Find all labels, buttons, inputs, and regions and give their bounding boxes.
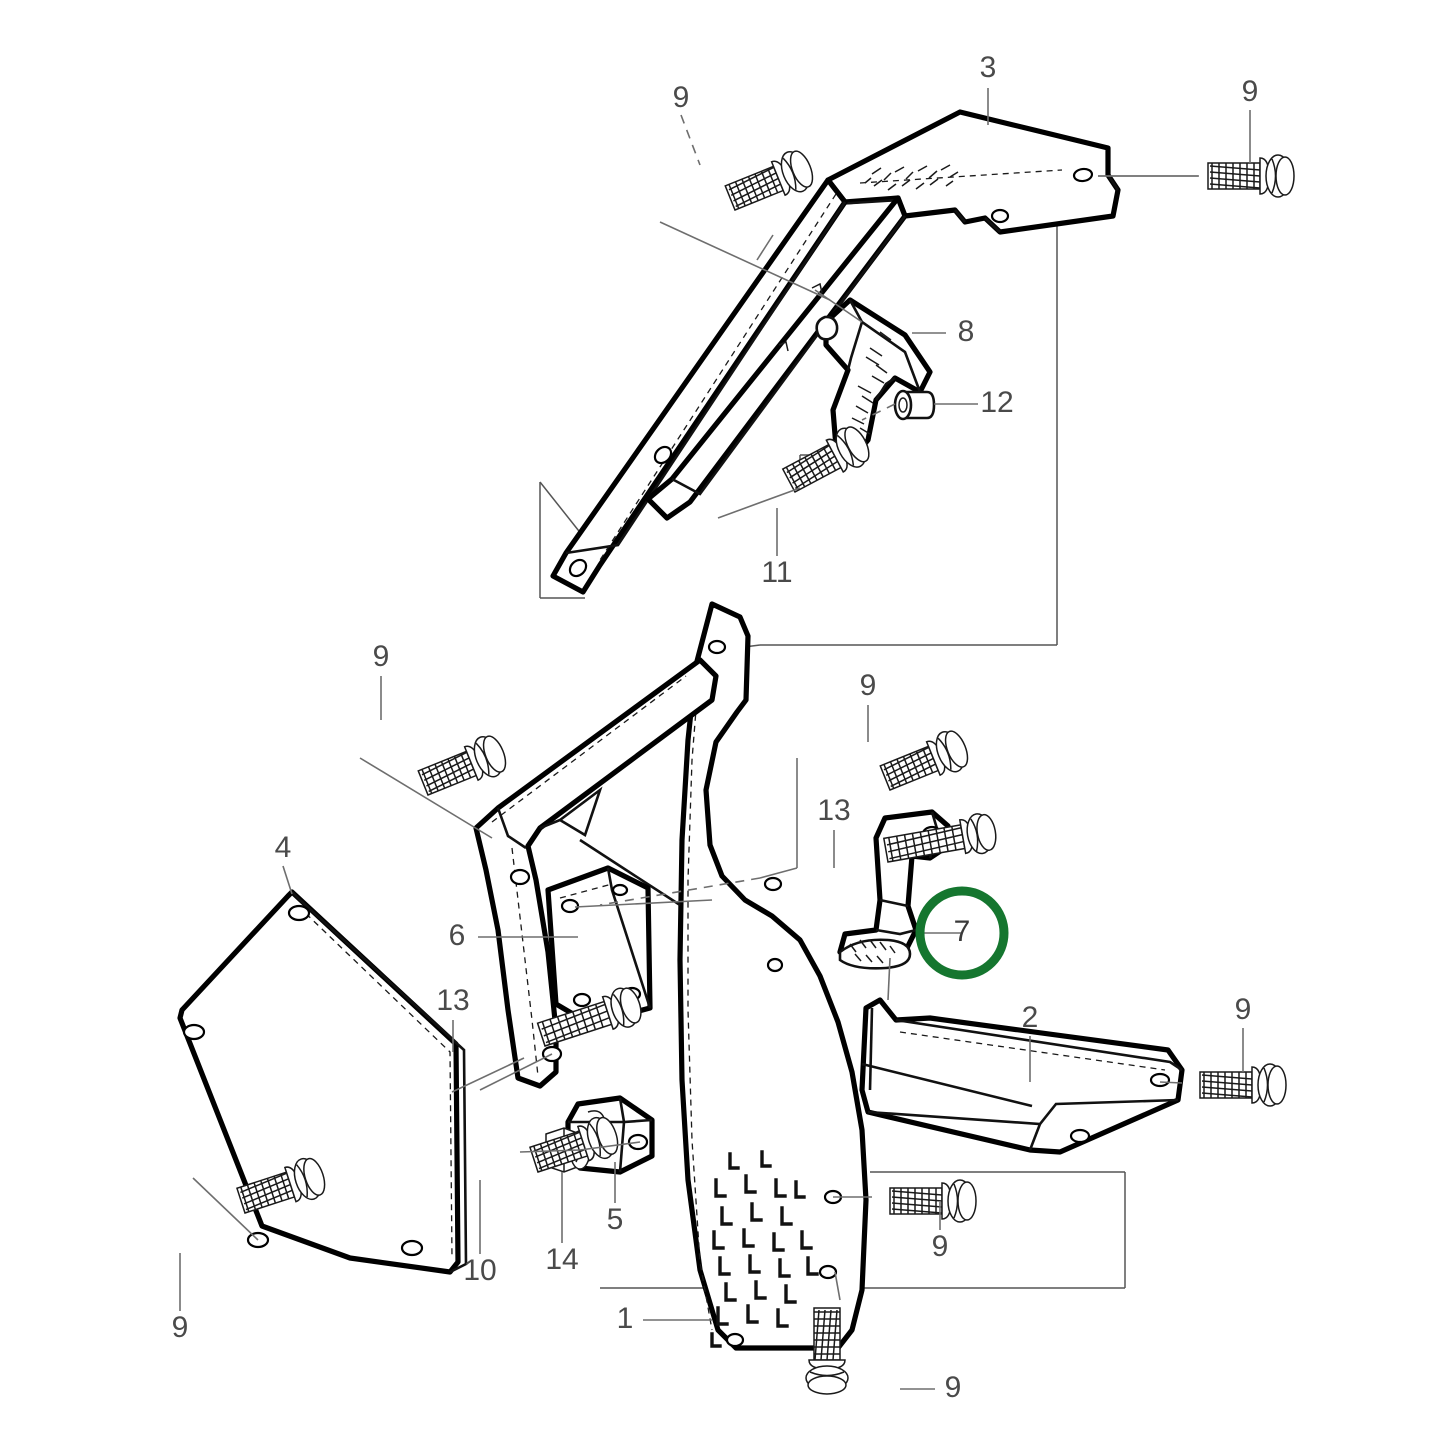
callout-5: 5 xyxy=(607,1203,624,1236)
texture-marks xyxy=(864,164,959,191)
callout-9-b: 9 xyxy=(1242,75,1259,108)
callout-12: 12 xyxy=(980,386,1013,419)
part-1-main-panel[interactable] xyxy=(579,601,869,1351)
callout-9-h: 9 xyxy=(945,1371,962,1404)
callout-9-e: 9 xyxy=(1235,993,1252,1026)
part-12-bushing[interactable] xyxy=(893,389,936,421)
part-4-cover-plate[interactable] xyxy=(177,889,468,1275)
part-6-side-bracket[interactable] xyxy=(473,657,719,1089)
part-2-rail[interactable] xyxy=(859,997,1185,1155)
callout-13-a: 13 xyxy=(817,794,850,827)
highlight-circle-part-7 xyxy=(915,886,1009,980)
callout-6: 6 xyxy=(449,919,466,952)
louvre-vent-pattern xyxy=(710,1150,819,1348)
callout-10: 10 xyxy=(463,1254,496,1287)
callout-9-f: 9 xyxy=(172,1311,189,1344)
callout-9-a: 9 xyxy=(673,81,690,114)
assembly-pointers xyxy=(192,175,1198,1301)
callout-9-g: 9 xyxy=(932,1230,949,1263)
bolt-13-left[interactable] xyxy=(535,984,645,1054)
part-8-latch-arm[interactable] xyxy=(815,297,933,455)
callout-9-c: 9 xyxy=(373,640,390,673)
callout-7: 7 xyxy=(954,915,971,948)
part-3-bracket-top[interactable] xyxy=(550,109,1121,595)
callout-1: 1 xyxy=(617,1302,634,1335)
callout-4: 4 xyxy=(275,831,292,864)
callout-11: 11 xyxy=(761,556,792,589)
bolt-13-right[interactable] xyxy=(882,811,998,870)
callout-8: 8 xyxy=(958,315,975,348)
callout-9-d: 9 xyxy=(860,669,877,702)
callout-labels: 9 3 9 8 12 11 9 9 13 7 4 6 13 2 9 5 14 1… xyxy=(172,51,1259,1404)
callout-14: 14 xyxy=(545,1243,578,1276)
callout-3: 3 xyxy=(980,51,997,84)
leader-lines xyxy=(179,88,1251,1390)
callout-13-b: 13 xyxy=(436,984,469,1017)
callout-2: 2 xyxy=(1022,1001,1039,1034)
